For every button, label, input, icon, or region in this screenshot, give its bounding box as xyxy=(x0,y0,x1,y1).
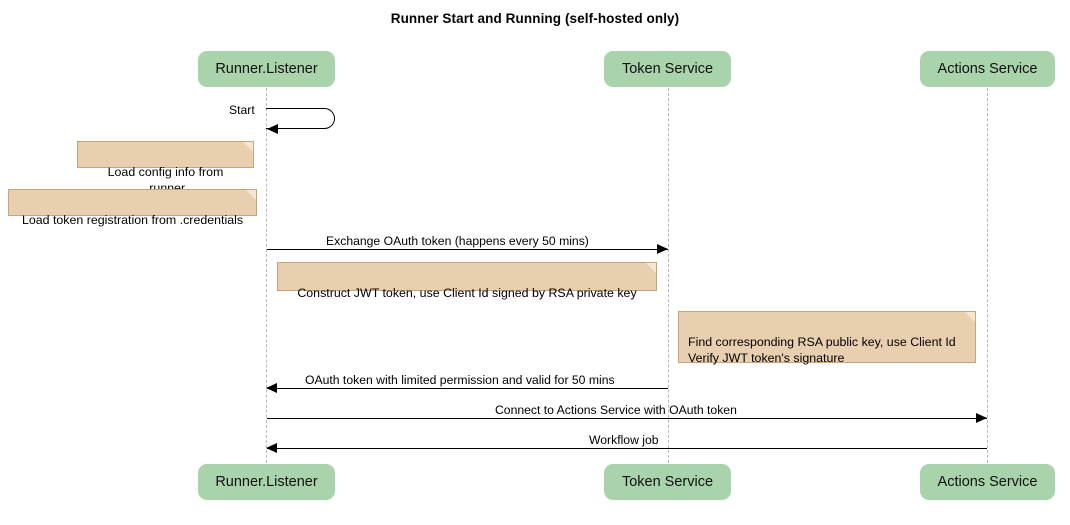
note-text: Load config info from .runner xyxy=(107,164,224,196)
page-title: Runner Start and Running (self-hosted on… xyxy=(390,11,680,26)
self-message-start xyxy=(266,108,335,129)
arrowhead-oauth-token-reply xyxy=(266,382,277,393)
lifeline-runner-listener xyxy=(266,88,267,463)
note-load-token-registration: Load token registration from .credential… xyxy=(8,189,257,227)
participant-runner-listener-bottom[interactable]: Runner.Listener xyxy=(198,464,335,500)
participant-label: Token Service xyxy=(621,61,714,77)
participant-label: Runner.Listener xyxy=(215,61,318,77)
message-line-oauth-token-reply xyxy=(267,388,668,389)
arrowhead-start xyxy=(267,123,278,134)
message-label-start: Start xyxy=(229,103,255,117)
participant-label: Runner.Listener xyxy=(215,474,318,490)
message-label-connect-to-actions-service: Connect to Actions Service with OAuth to… xyxy=(495,403,737,417)
note-text: Find corresponding RSA public key, use C… xyxy=(688,334,956,366)
participant-actions-service-top[interactable]: Actions Service xyxy=(920,51,1055,87)
lifeline-actions-service xyxy=(987,88,988,463)
message-line-connect-to-actions-service xyxy=(267,418,987,419)
note-fold-corner-icon xyxy=(243,142,253,152)
arrowhead-workflow-job xyxy=(266,442,277,453)
note-text: Load token registration from .credential… xyxy=(21,212,244,227)
message-line-exchange-oauth-token xyxy=(267,249,668,250)
participant-runner-listener-top[interactable]: Runner.Listener xyxy=(198,51,335,87)
message-label-workflow-job: Workflow job xyxy=(589,433,659,447)
note-text: Construct JWT token, use Client Id signe… xyxy=(297,285,637,300)
participant-label: Actions Service xyxy=(937,474,1038,490)
participant-token-service-bottom[interactable]: Token Service xyxy=(604,464,731,500)
message-label-exchange-oauth-token: Exchange OAuth token (happens every 50 m… xyxy=(326,234,589,248)
participant-label: Token Service xyxy=(621,474,714,490)
message-label-oauth-token-reply: OAuth token with limited permission and … xyxy=(305,373,615,387)
note-fold-corner-icon xyxy=(246,190,256,200)
note-fold-corner-icon xyxy=(965,312,975,322)
participant-label: Actions Service xyxy=(937,61,1038,77)
note-load-config-info: Load config info from .runner xyxy=(77,141,254,195)
note-fold-corner-icon xyxy=(646,263,656,273)
lifeline-token-service xyxy=(668,88,669,463)
note-find-rsa-public-key: Find corresponding RSA public key, use C… xyxy=(678,311,976,366)
participant-actions-service-bottom[interactable]: Actions Service xyxy=(920,464,1055,500)
note-construct-jwt-token: Construct JWT token, use Client Id signe… xyxy=(277,262,657,300)
participant-token-service-top[interactable]: Token Service xyxy=(604,51,731,87)
arrowhead-connect-to-actions-service xyxy=(976,412,987,423)
arrowhead-exchange-oauth-token xyxy=(657,243,668,254)
message-line-workflow-job xyxy=(267,448,987,449)
